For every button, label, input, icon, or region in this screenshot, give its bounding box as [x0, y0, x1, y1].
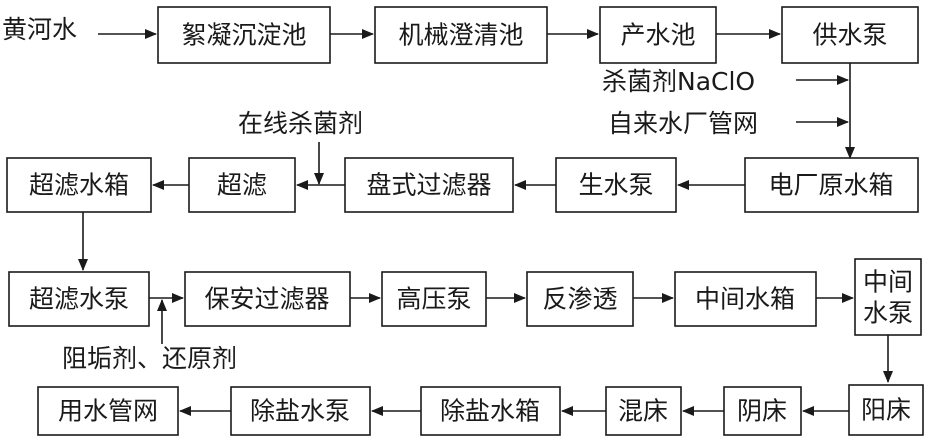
online-sterilant-label: 在线杀菌剂: [238, 109, 363, 138]
reverse-osmosis-label: 反渗透: [542, 285, 617, 314]
uf-water-tank-box: 超滤水箱: [6, 157, 152, 213]
demin-water-pump-label: 除盐水泵: [250, 397, 350, 426]
disc-filter-box: 盘式过滤器: [344, 157, 514, 213]
demin-water-tank-label: 除盐水箱: [440, 397, 540, 426]
security-filter-box: 保安过滤器: [184, 271, 351, 327]
intermediate-tank-box: 中间水箱: [674, 271, 817, 327]
intermediate-pump-label-line1: 中间: [863, 268, 913, 297]
anion-bed-label: 阴床: [737, 397, 787, 426]
intermediate-tank-label: 中间水箱: [695, 285, 795, 314]
scale-inhibitor-label: 阻垢剂、还原剂: [62, 344, 237, 373]
flocculation-tank-label: 絮凝沉淀池: [181, 21, 306, 50]
plant-raw-water-tank-label: 电厂原水箱: [768, 171, 893, 200]
intermediate-pump-box: 中间 水泵: [854, 258, 922, 336]
mixed-bed-label: 混床: [618, 397, 668, 426]
flocculation-tank-box: 絮凝沉淀池: [157, 6, 331, 64]
product-water-tank-box: 产水池: [599, 6, 717, 64]
water-pipe-network-label: 用水管网: [58, 397, 158, 426]
high-pressure-pump-box: 高压泵: [381, 271, 487, 327]
ultrafiltration-label: 超滤: [217, 171, 267, 200]
source-label: 黄河水: [2, 15, 77, 44]
high-pressure-pump-label: 高压泵: [396, 285, 471, 314]
mixed-bed-box: 混床: [605, 386, 682, 436]
uf-water-pump-label: 超滤水泵: [29, 285, 129, 314]
intermediate-pump-label-line2: 水泵: [863, 299, 913, 328]
water-pipe-network-box: 用水管网: [37, 386, 179, 436]
raw-water-pump-label: 生水泵: [578, 171, 653, 200]
anion-bed-box: 阴床: [723, 386, 802, 436]
demin-water-pump-box: 除盐水泵: [230, 386, 371, 436]
raw-water-pump-box: 生水泵: [555, 157, 677, 213]
mechanical-clarifier-box: 机械澄清池: [374, 6, 548, 64]
cation-bed-label: 阳床: [861, 396, 911, 425]
cation-bed-box: 阳床: [848, 384, 924, 436]
product-water-tank-label: 产水池: [620, 21, 695, 50]
uf-water-pump-box: 超滤水泵: [8, 271, 150, 327]
supply-pump-label: 供水泵: [812, 21, 887, 50]
mechanical-clarifier-label: 机械澄清池: [398, 21, 523, 50]
municipal-network-label: 自来水厂管网: [608, 109, 758, 138]
demin-water-tank-box: 除盐水箱: [420, 386, 561, 436]
sterilant-label: 杀菌剂NaClO: [602, 67, 755, 96]
ultrafiltration-box: 超滤: [188, 157, 296, 213]
disc-filter-label: 盘式过滤器: [366, 171, 491, 200]
security-filter-label: 保安过滤器: [204, 285, 329, 314]
plant-raw-water-tank-box: 电厂原水箱: [744, 157, 919, 213]
reverse-osmosis-box: 反渗透: [526, 271, 634, 327]
uf-water-tank-label: 超滤水箱: [29, 171, 129, 200]
supply-pump-box: 供水泵: [781, 6, 919, 64]
